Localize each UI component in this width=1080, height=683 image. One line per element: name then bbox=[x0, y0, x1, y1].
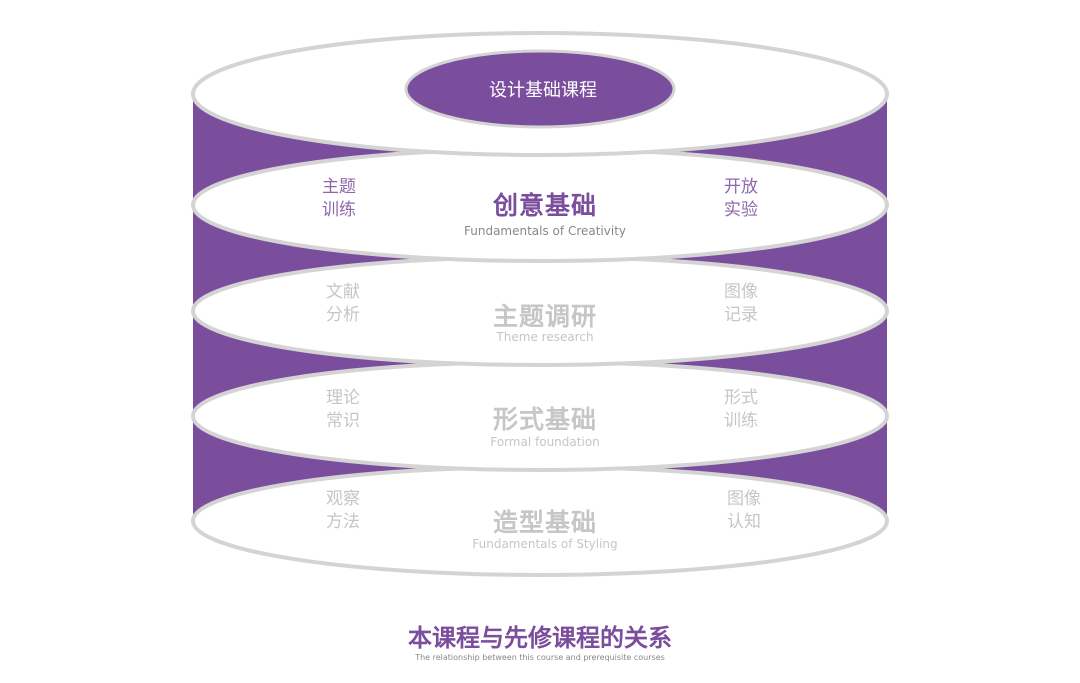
layer-3-title: 形式基础 bbox=[492, 405, 598, 434]
layer-1-right: 开放实验 bbox=[724, 177, 758, 220]
layer-1-title: 创意基础 bbox=[492, 191, 598, 220]
layer-3-subtitle: Formal foundation bbox=[490, 435, 600, 449]
layer-2-subtitle: Theme research bbox=[496, 330, 594, 344]
layer-3-right: 形式训练 bbox=[724, 388, 758, 431]
top-core bbox=[404, 49, 676, 129]
layer-3-left: 理论常识 bbox=[326, 388, 360, 431]
layer-1-subtitle: Fundamentals of Creativity bbox=[463, 224, 627, 238]
caption-subtitle: The relationship between this course and… bbox=[415, 653, 665, 662]
caption-title: 本课程与先修课程的关系 bbox=[408, 624, 672, 652]
layer-4-right: 图像认知 bbox=[727, 489, 761, 532]
layer-4-subtitle: Fundamentals of Styling bbox=[472, 537, 618, 551]
layer-2-title: 主题调研 bbox=[492, 302, 598, 331]
layer-1-left: 主题训练 bbox=[322, 177, 356, 220]
top-label: 设计基础课程 bbox=[489, 80, 597, 101]
layer-4-title: 造型基础 bbox=[492, 508, 598, 537]
layer-4-left: 观察方法 bbox=[326, 489, 360, 532]
layer-2-left: 文献分析 bbox=[326, 282, 360, 325]
layer-2-right: 图像记录 bbox=[724, 282, 758, 325]
